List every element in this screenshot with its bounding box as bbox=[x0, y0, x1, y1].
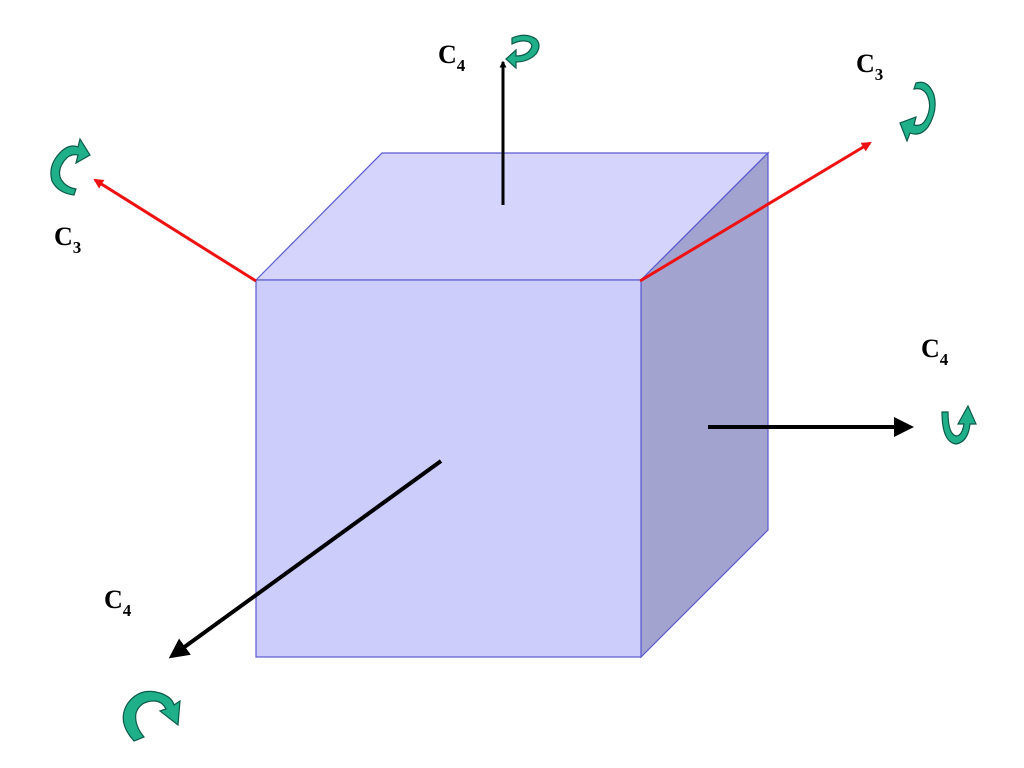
c4-axis-front bbox=[168, 459, 443, 659]
c3-axis-diag-right bbox=[639, 141, 872, 283]
label-c4-right: C4 bbox=[921, 334, 949, 369]
cube bbox=[254, 151, 770, 659]
curved-rotation-arrow-icon bbox=[505, 34, 540, 70]
curved-rotation-arrow-icon bbox=[122, 690, 181, 742]
cube-front-face bbox=[255, 279, 642, 658]
label-c4-top: C4 bbox=[438, 40, 466, 75]
curved-rotation-arrow-icon bbox=[941, 404, 977, 445]
label-c3-diag-left: C3 bbox=[54, 222, 81, 257]
curved-rotation-arrow-icon bbox=[899, 81, 936, 143]
c3-axis-diag-left bbox=[93, 178, 257, 283]
curved-rotation-arrow-icon bbox=[50, 137, 91, 196]
label-c4-front: C4 bbox=[104, 585, 132, 620]
label-c3-diag-right: C3 bbox=[856, 49, 883, 84]
